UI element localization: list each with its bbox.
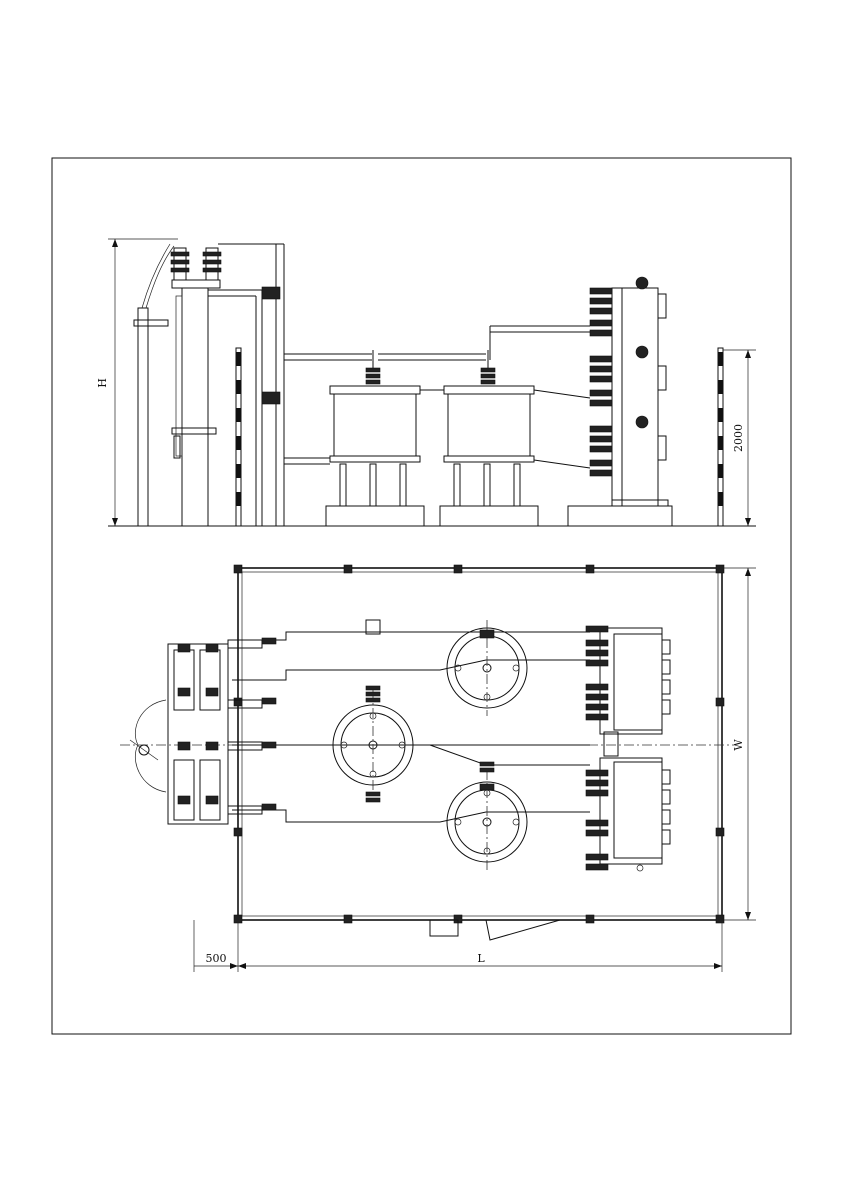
reactor-1-elevation bbox=[325, 350, 425, 527]
plan-view: W 500 L bbox=[120, 564, 756, 972]
fence-enclosure bbox=[233, 564, 725, 941]
reactor-plan-1 bbox=[332, 685, 414, 803]
capacitor-rack-elevation bbox=[567, 276, 673, 527]
length-label: L bbox=[477, 952, 485, 965]
reactor-plan-2 bbox=[446, 620, 528, 716]
fence-post-right bbox=[717, 347, 724, 527]
elevation-view: H bbox=[96, 238, 756, 527]
fence-post-left bbox=[235, 347, 242, 527]
capacitor-bank-plan bbox=[585, 625, 671, 872]
reactor-plan-3 bbox=[446, 761, 528, 870]
length-dimension: 500 L bbox=[193, 920, 723, 972]
fence-height-dimension: 2000 bbox=[723, 349, 756, 526]
height-dimension: H bbox=[96, 238, 178, 526]
offset-label: 500 bbox=[206, 952, 227, 965]
disconnect-switch-plan bbox=[129, 637, 277, 825]
width-dimension: W bbox=[722, 567, 756, 921]
height-label: H bbox=[96, 378, 109, 388]
width-label: W bbox=[732, 739, 745, 751]
reactor-2-elevation bbox=[439, 350, 539, 527]
fence-height-label: 2000 bbox=[732, 424, 745, 452]
drawing-frame bbox=[51, 157, 792, 1035]
